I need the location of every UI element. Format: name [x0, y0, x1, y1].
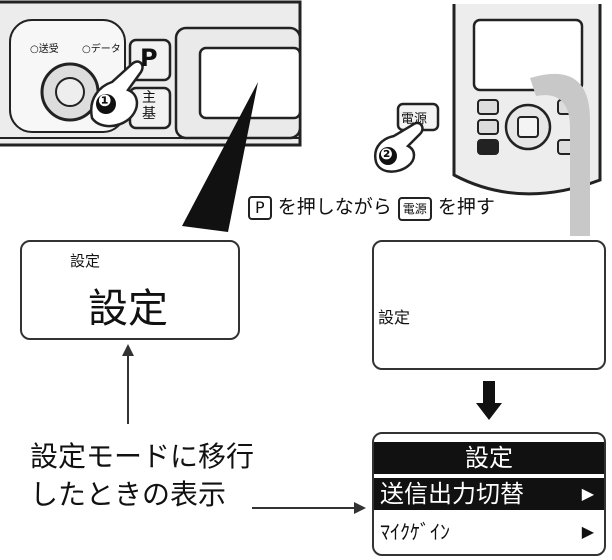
arrow-right-icon	[354, 502, 366, 514]
led-send-receive-label: 送受	[38, 44, 59, 55]
radio-unit-left	[0, 0, 302, 147]
screen-left-small-label: 設定	[70, 252, 101, 270]
hand-icon-step1	[89, 60, 144, 128]
arrow-up-icon	[122, 344, 134, 356]
caption: 設定モードに移行 したときの表示	[30, 438, 254, 514]
led-data-label: データ	[90, 44, 121, 55]
chevron-right-icon: ▶	[581, 522, 594, 541]
instruction-text2: を押す	[437, 196, 495, 218]
radio-display-right	[472, 18, 584, 92]
p-key-label: P	[140, 44, 158, 72]
menu-item-label: 送信出力切替	[380, 480, 524, 508]
screen-left: 設定 設定	[20, 240, 240, 340]
chevron-right-icon: ▶	[581, 484, 594, 503]
step2-badge: ❷	[380, 145, 393, 163]
led-data: ○データ	[82, 44, 121, 55]
screen-right: 設定	[372, 240, 606, 370]
step1-badge: ❶	[98, 91, 112, 110]
screen-right-label: 設定	[378, 308, 411, 327]
caption-line1: 設定モードに移行	[30, 440, 255, 473]
zoom-beam-left	[182, 82, 258, 232]
arrow-down-icon	[476, 403, 502, 420]
instruction-p-key: P	[248, 196, 272, 220]
power-key-dark-icon	[477, 139, 499, 155]
menu-title: 設定	[374, 442, 604, 474]
screen-left-large-label: 設定	[88, 286, 168, 332]
sub-key-text: 基	[142, 106, 156, 122]
menu-screen: 設定 送信出力切替 ▶ ﾏｲｸｹﾞｲﾝ ▶	[372, 432, 606, 556]
instruction-power-key: 電源	[397, 197, 432, 221]
instruction-text1: を押しながら	[277, 196, 392, 218]
menu-item[interactable]: ﾏｲｸｹﾞｲﾝ ▶	[374, 516, 604, 548]
zoom-beam-right	[530, 73, 590, 236]
radio-unit-right	[452, 4, 602, 196]
menu-item-label: ﾏｲｸｹﾞｲﾝ	[380, 520, 450, 544]
main-key-text: 主	[142, 90, 156, 106]
caption-line2: したときの表示	[30, 478, 227, 511]
instruction-line: P を押しながら 電源 を押す	[248, 192, 495, 221]
main-sub-key-label: 主 基	[142, 90, 156, 122]
power-key-text: 電源	[401, 112, 428, 127]
led-send-receive: ○送受	[30, 44, 59, 55]
hand-icon-step2	[373, 102, 440, 173]
menu-item-selected[interactable]: 送信出力切替 ▶	[374, 478, 604, 510]
